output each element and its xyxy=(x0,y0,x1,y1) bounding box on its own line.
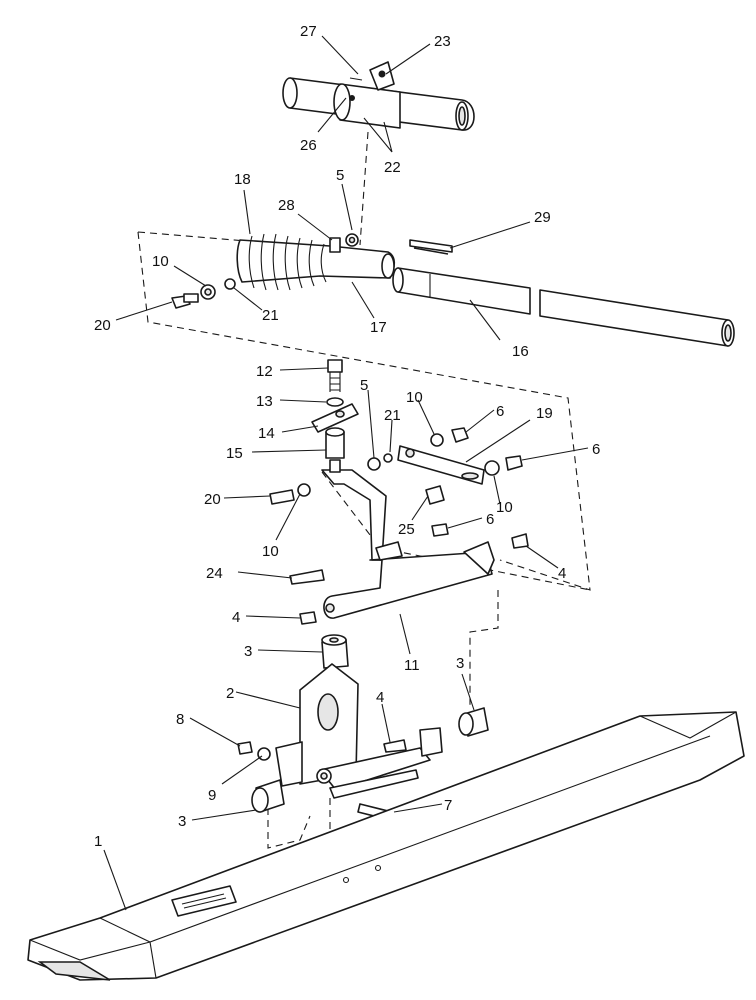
callout-22: 22 xyxy=(384,159,401,176)
callout-28: 28 xyxy=(278,197,295,214)
callout-27: 27 xyxy=(300,23,317,40)
upper-bolt-washer-nut xyxy=(171,278,236,309)
callout-6-b: 6 xyxy=(592,441,600,458)
callout-7: 7 xyxy=(444,797,452,814)
callout-5-middle: 5 xyxy=(360,377,368,394)
callout-3-right: 3 xyxy=(456,655,464,672)
callout-10-right: 10 xyxy=(496,499,513,516)
pivot-pin-parts xyxy=(311,359,359,459)
callout-10-lower: 10 xyxy=(262,543,279,560)
callout-14: 14 xyxy=(258,425,275,442)
callout-19: 19 xyxy=(536,405,553,422)
callout-20-middle: 20 xyxy=(204,491,221,508)
frame-rail xyxy=(27,711,745,981)
rubber-mount-top xyxy=(321,634,349,669)
callout-21-middle: 21 xyxy=(384,407,401,424)
leader-lines xyxy=(103,35,589,911)
callout-8: 8 xyxy=(176,711,184,728)
callout-labels: 27 23 26 22 18 5 28 29 10 20 21 17 16 12… xyxy=(94,23,600,850)
callout-25: 25 xyxy=(398,521,415,538)
callout-23: 23 xyxy=(434,33,451,50)
callout-16: 16 xyxy=(512,343,529,360)
long-shaft xyxy=(392,267,735,347)
callout-4-lower: 4 xyxy=(376,689,384,706)
callout-1: 1 xyxy=(94,833,102,850)
callout-6-a: 6 xyxy=(496,403,504,420)
mount-block xyxy=(237,663,443,821)
callout-17: 17 xyxy=(370,319,387,336)
callout-13: 13 xyxy=(256,393,273,410)
callout-29: 29 xyxy=(534,209,551,226)
callout-2: 2 xyxy=(226,685,234,702)
main-bracket xyxy=(269,459,529,625)
callout-12: 12 xyxy=(256,363,273,380)
callout-15: 15 xyxy=(226,445,243,462)
callout-20-upper: 20 xyxy=(94,317,111,334)
callout-18: 18 xyxy=(234,171,251,188)
callout-4-right: 4 xyxy=(558,565,566,582)
callout-10-middle: 10 xyxy=(406,389,423,406)
callout-3-lower: 3 xyxy=(178,813,186,830)
link-plate xyxy=(367,427,523,537)
callout-11: 11 xyxy=(404,657,420,674)
upper-clamp-assembly xyxy=(282,61,475,131)
callout-26: 26 xyxy=(300,137,317,154)
callout-9: 9 xyxy=(208,787,216,804)
callout-6-c: 6 xyxy=(486,511,494,528)
rubber-mounts-side xyxy=(251,707,489,813)
callout-10-upper: 10 xyxy=(152,253,169,270)
callout-21-upper: 21 xyxy=(262,307,279,324)
steering-boot-assembly xyxy=(236,233,396,291)
callout-24: 24 xyxy=(206,565,223,582)
callout-3-top: 3 xyxy=(244,643,252,660)
callout-5-upper: 5 xyxy=(336,167,344,184)
callout-4-left: 4 xyxy=(232,609,240,626)
key-part xyxy=(409,239,453,255)
